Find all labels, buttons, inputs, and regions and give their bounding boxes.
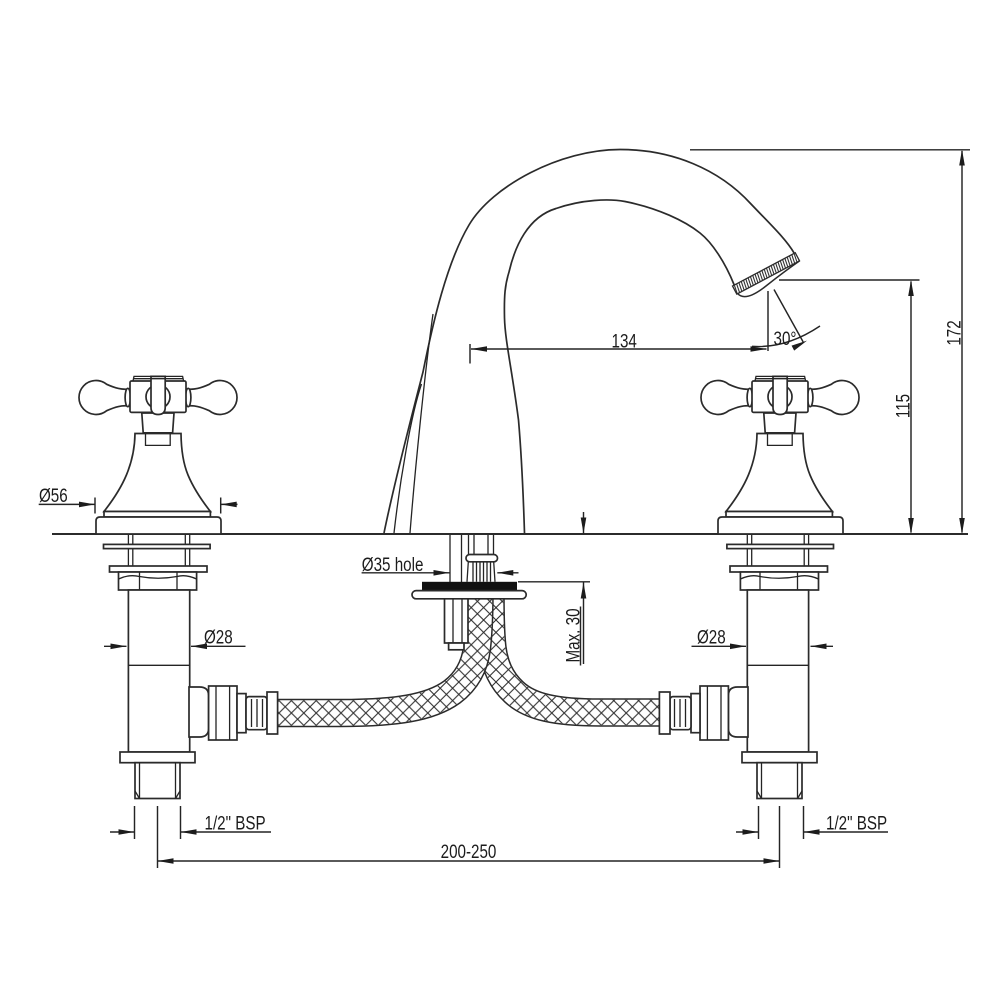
svg-text:30°: 30° xyxy=(774,327,797,349)
svg-text:115: 115 xyxy=(892,394,914,418)
svg-text:Max. 30: Max. 30 xyxy=(562,608,584,662)
svg-text:Ø35 hole: Ø35 hole xyxy=(362,553,424,575)
svg-text:1/2" BSP: 1/2" BSP xyxy=(205,812,266,834)
svg-text:200-250: 200-250 xyxy=(441,840,497,862)
svg-text:172: 172 xyxy=(943,320,965,345)
svg-text:Ø28: Ø28 xyxy=(697,626,726,648)
svg-text:Ø56: Ø56 xyxy=(39,484,68,506)
svg-text:134: 134 xyxy=(612,330,638,352)
svg-text:1/2" BSP: 1/2" BSP xyxy=(826,812,887,834)
svg-text:Ø28: Ø28 xyxy=(204,626,233,648)
